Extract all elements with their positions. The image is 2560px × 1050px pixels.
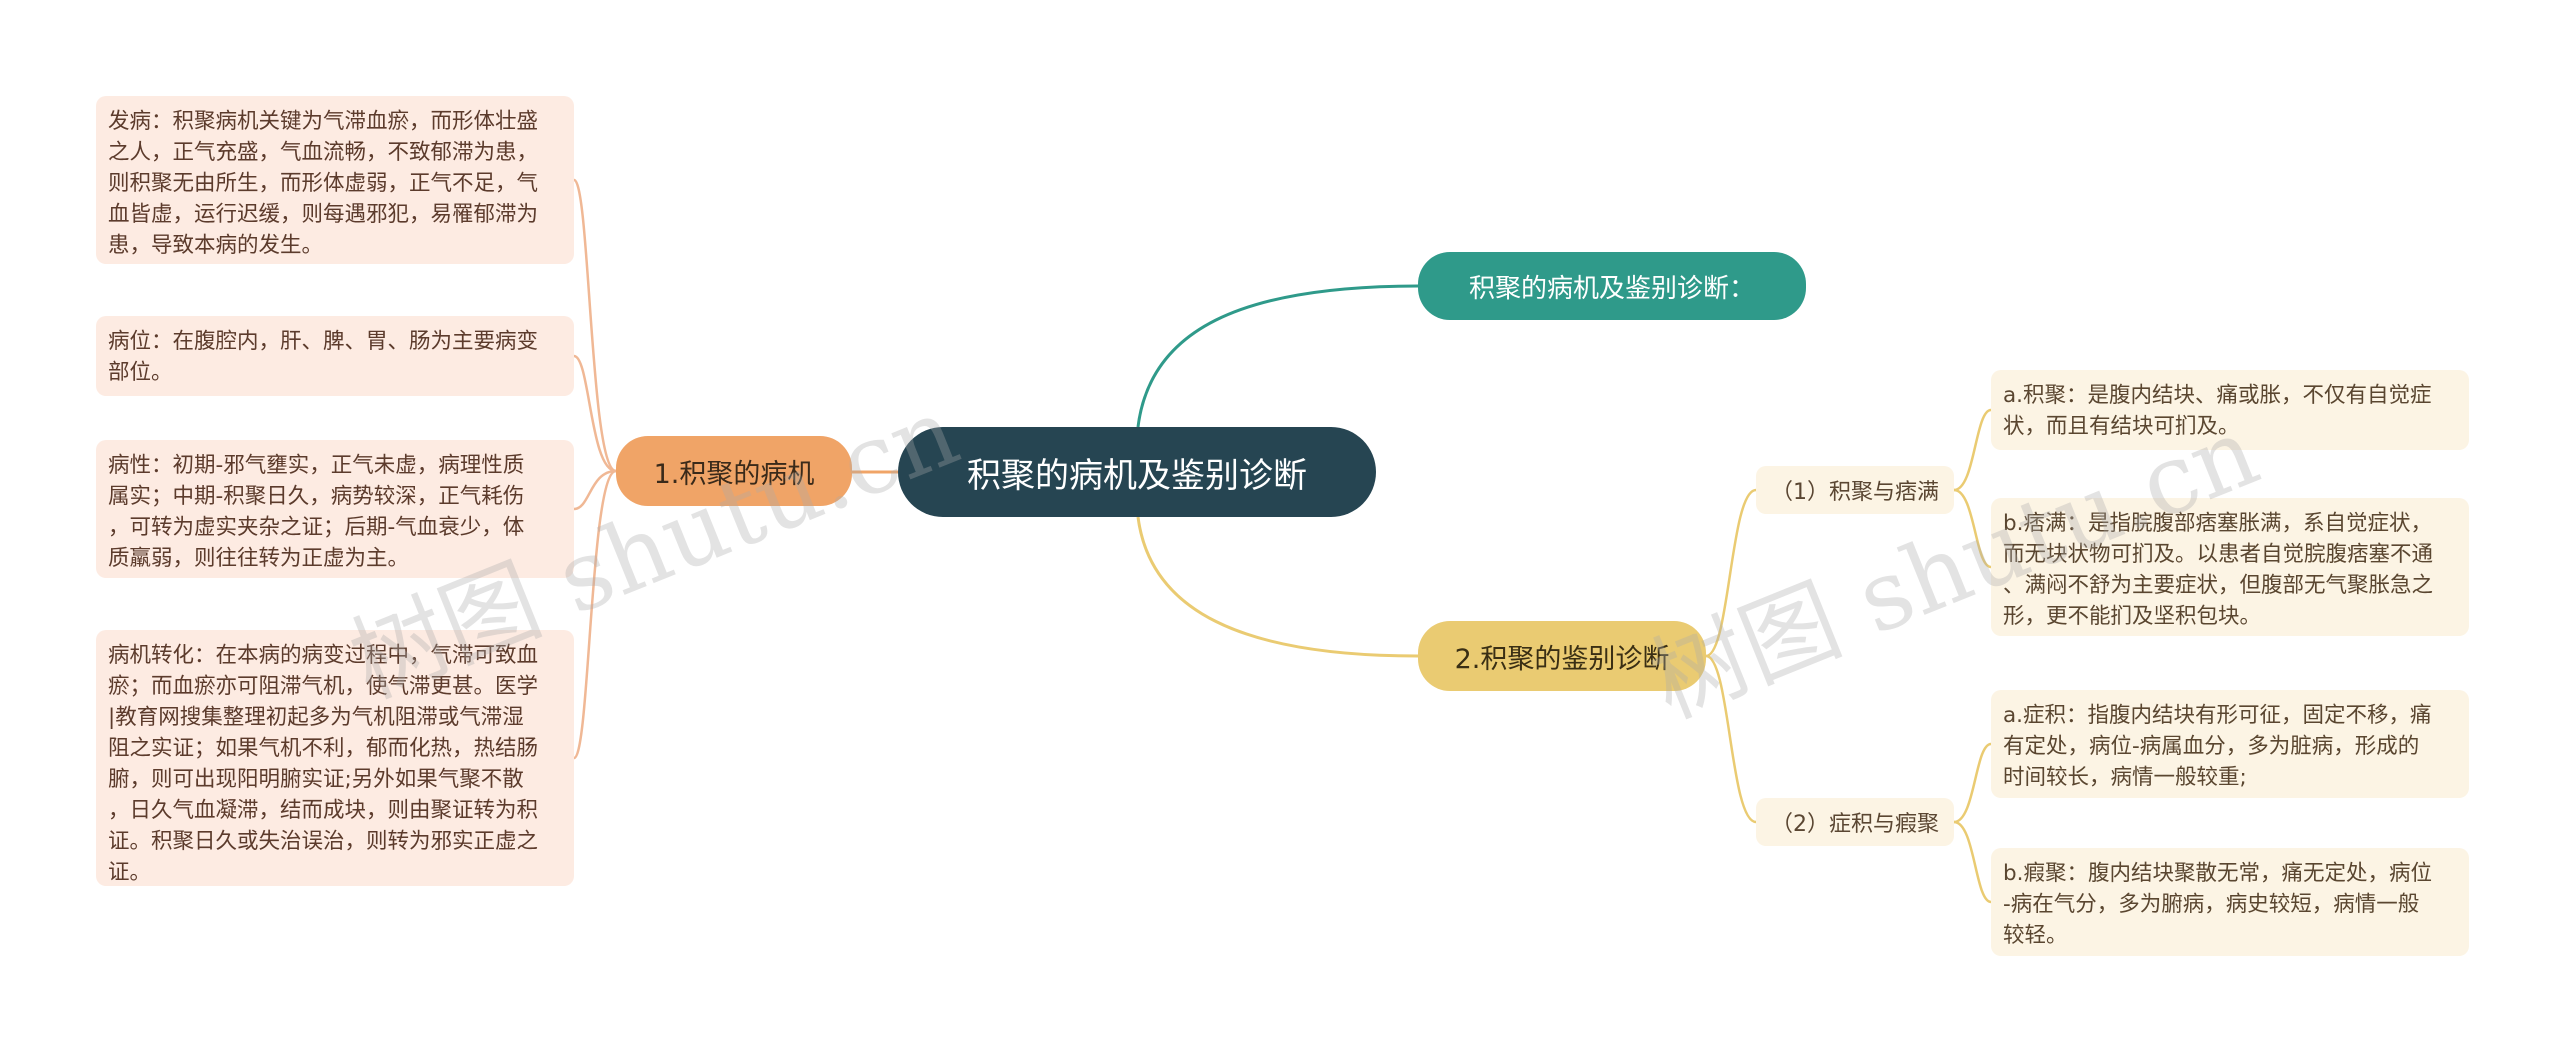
link-yellow-sub1 <box>1705 488 1757 658</box>
link-root-yellow <box>1136 516 1419 658</box>
link-orange-card4 <box>572 469 617 760</box>
link-sub1-card1 <box>1953 408 1992 492</box>
link-orange-card3 <box>573 469 617 511</box>
link-sub2-card4 <box>1953 820 1992 904</box>
card-transformation[interactable]: 病机转化：在本病的病变过程中，气滞可致血 瘀；而血瘀亦可阻滞气机，使气滞更甚。医… <box>96 630 574 886</box>
link-sub1-card2 <box>1953 488 1992 569</box>
branch-heading[interactable]: 积聚的病机及鉴别诊断： <box>1418 252 1806 320</box>
link-sub2-card3 <box>1953 742 1992 824</box>
link-yellow-sub2 <box>1705 654 1757 824</box>
card-piman[interactable]: b.痞满：是指脘腹部痞塞胀满，系自觉症状， 而无块状物可扪及。以患者自觉脘腹痞塞… <box>1991 498 2469 636</box>
card-onset[interactable]: 发病：积聚病机关键为气滞血瘀，而形体壮盛 之人，正气充盛，气血流畅，不致郁滞为患… <box>96 96 574 264</box>
sub-zhengji-vs-jiaju[interactable]: （2）症积与瘕聚 <box>1756 798 1954 846</box>
card-location[interactable]: 病位：在腹腔内，肝、脾、胃、肠为主要病变 部位。 <box>96 316 574 396</box>
card-zhengji[interactable]: a.症积：指腹内结块有形可征，固定不移，痛 有定处，病位-病属血分，多为脏病，形… <box>1991 690 2469 798</box>
link-root-teal <box>1136 284 1419 428</box>
sub-jiju-vs-piman[interactable]: （1）积聚与痞满 <box>1756 466 1954 514</box>
branch-pathogenesis[interactable]: 1.积聚的病机 <box>616 436 852 506</box>
card-jiju[interactable]: a.积聚：是腹内结块、痛或胀，不仅有自觉症 状，而且有结块可扪及。 <box>1991 370 2469 450</box>
root-topic[interactable]: 积聚的病机及鉴别诊断 <box>898 427 1376 517</box>
branch-differential-diagnosis[interactable]: 2.积聚的鉴别诊断 <box>1418 621 1706 691</box>
link-orange-card2 <box>573 354 617 473</box>
card-jiaju[interactable]: b.瘕聚：腹内结块聚散无常，痛无定处，病位 -病在气分，多为腑病，病史较短，病情… <box>1991 848 2469 956</box>
link-orange-card1 <box>572 178 617 473</box>
card-nature[interactable]: 病性：初期-邪气壅实，正气未虚，病理性质 属实；中期-积聚日久，病势较深，正气耗… <box>96 440 574 578</box>
